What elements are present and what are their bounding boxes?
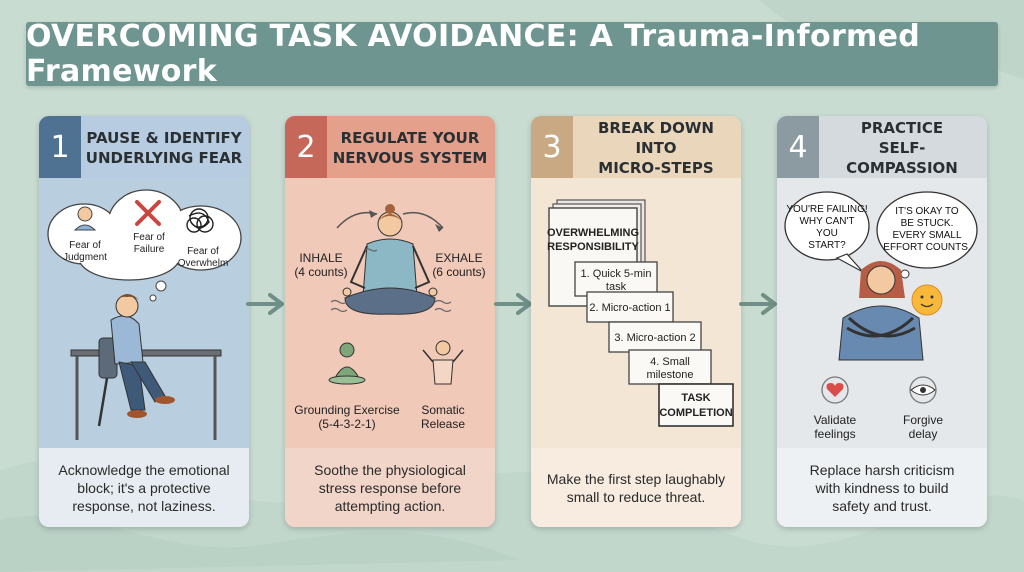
- somatic-label-line1: Somatic: [421, 403, 464, 417]
- panel-4-illustration: YOU'RE FAILING! WHY CAN'T YOU START? IT'…: [777, 178, 987, 448]
- svg-text:COMPLETION: COMPLETION: [659, 407, 732, 419]
- overwhelming-label-line1: OVERWHELMING: [547, 227, 639, 239]
- svg-text:EVERY SMALL: EVERY SMALL: [892, 230, 962, 241]
- fear-failure-line1: Fear of: [133, 232, 165, 243]
- svg-text:IT'S OKAY TO: IT'S OKAY TO: [895, 206, 959, 217]
- person-at-desk-icon: [70, 294, 222, 440]
- svg-text:START?: START?: [808, 240, 846, 251]
- fear-judgment-line2: Judgment: [63, 252, 107, 263]
- panel-4-footer: Replace harsh criticism with kindness to…: [777, 448, 987, 527]
- grounding-label: Grounding Exercise: [294, 403, 400, 417]
- arrow-right-icon: [246, 293, 284, 315]
- somatic-label-line2: Release: [421, 417, 465, 431]
- grounding-figure-icon: [328, 342, 366, 385]
- panel-1-illustration: Fear of Judgment Fear of Failure Fear of…: [39, 178, 249, 448]
- fear-overwhelm-line2: Overwhelm: [178, 258, 229, 269]
- x-mark-icon: [135, 200, 161, 226]
- panel-2-title: REGULATE YOUR NERVOUS SYSTEM: [332, 129, 488, 167]
- svg-text:4. Small: 4. Small: [650, 356, 690, 368]
- self-hug-person-icon: [838, 261, 924, 361]
- exhale-count: (6 counts): [432, 265, 485, 279]
- svg-text:milestone: milestone: [646, 369, 693, 381]
- somatic-release-icon: [422, 340, 464, 385]
- step-card-4: 4. Small milestone: [628, 349, 712, 385]
- panel-3-footer: Make the first step laughably small to r…: [531, 448, 741, 527]
- svg-text:YOU: YOU: [816, 228, 838, 239]
- panel-3-illustration: OVERWHELMING RESPONSIBILITY 1. Quick 5-m…: [531, 178, 741, 448]
- fear-overwhelm-line1: Fear of: [187, 246, 219, 257]
- kind-thought-bubble: [876, 191, 978, 287]
- panel-4-title: PRACTICE SELF-COMPASSION: [846, 119, 958, 177]
- panel-3-title: BREAK DOWN INTO MICRO-STEPS: [598, 119, 714, 177]
- svg-text:2. Micro-action 1: 2. Micro-action 1: [589, 302, 670, 314]
- svg-text:BE STUCK.: BE STUCK.: [901, 218, 954, 229]
- svg-text:TASK: TASK: [681, 392, 710, 404]
- fear-failure-line2: Failure: [134, 244, 165, 255]
- svg-text:YOU'RE FAILING!: YOU'RE FAILING!: [786, 204, 867, 215]
- panel-4-header: 4 PRACTICE SELF-COMPASSION: [777, 116, 987, 178]
- step-card-3: 3. Micro-action 2: [608, 321, 702, 353]
- forgive-label-line2: delay: [909, 427, 938, 441]
- fear-judgment-line1: Fear of: [69, 240, 101, 251]
- panel-regulate: 2 REGULATE YOUR NERVOUS SYSTEM INHALE (4…: [285, 116, 495, 527]
- page-title: OVERCOMING TASK AVOIDANCE: A Trauma-Info…: [26, 19, 921, 89]
- inhale-count: (4 counts): [294, 265, 347, 279]
- panel-pause-identify: 1 PAUSE & IDENTIFY UNDERLYING FEAR: [39, 116, 249, 527]
- title-banner: OVERCOMING TASK AVOIDANCE: A Trauma-Info…: [26, 19, 998, 89]
- panel-2-footer: Soothe the physiological stress response…: [285, 448, 495, 527]
- panel-1-header: 1 PAUSE & IDENTIFY UNDERLYING FEAR: [39, 116, 249, 178]
- svg-text:EFFORT COUNTS.: EFFORT COUNTS.: [883, 242, 970, 253]
- forgive-label-line1: Forgive: [903, 413, 943, 427]
- heart-icon: [821, 376, 849, 404]
- arrow-right-icon: [739, 293, 777, 315]
- critic-speech-bubble: [784, 191, 870, 273]
- panel-2-number: 2: [285, 116, 327, 178]
- panel-self-compassion: 4 PRACTICE SELF-COMPASSION YOU'RE FAILIN…: [777, 116, 987, 527]
- exhale-label: EXHALE: [435, 251, 482, 265]
- eye-icon: [909, 376, 937, 404]
- arrow-right-icon: [494, 293, 532, 315]
- panel-3-header: 3 BREAK DOWN INTO MICRO-STEPS: [531, 116, 741, 178]
- inhale-label: INHALE: [299, 251, 342, 265]
- panel-break-down: 3 BREAK DOWN INTO MICRO-STEPS OVERWHELMI…: [531, 116, 741, 527]
- panel-1-number: 1: [39, 116, 81, 178]
- worried-person-icon: [73, 206, 97, 231]
- validate-label-line2: feelings: [814, 427, 855, 441]
- step-card-2: 2. Micro-action 1: [586, 291, 674, 323]
- tangled-knot-icon: [186, 208, 214, 233]
- task-completion-card: TASK COMPLETION: [658, 383, 734, 427]
- step-card-1: 1. Quick 5-min task: [574, 261, 658, 297]
- svg-text:WHY CAN'T: WHY CAN'T: [799, 216, 854, 227]
- svg-text:task: task: [606, 281, 627, 293]
- smiling-sun-icon: [911, 284, 943, 316]
- meditating-person-icon: [342, 204, 438, 315]
- panel-1-footer: Acknowledge the emotional block; it's a …: [39, 448, 249, 527]
- panel-4-number: 4: [777, 116, 819, 178]
- panel-3-number: 3: [531, 116, 573, 178]
- overwhelming-label-line2: RESPONSIBILITY: [547, 241, 639, 253]
- svg-text:3. Micro-action 2: 3. Micro-action 2: [614, 332, 695, 344]
- panel-1-title: PAUSE & IDENTIFY UNDERLYING FEAR: [85, 129, 243, 167]
- grounding-steps: (5-4-3-2-1): [318, 417, 375, 431]
- svg-text:1. Quick 5-min: 1. Quick 5-min: [581, 268, 652, 280]
- panel-2-illustration: INHALE (4 counts) EXHALE (6 counts): [285, 178, 495, 448]
- validate-label-line1: Validate: [814, 413, 857, 427]
- panel-2-header: 2 REGULATE YOUR NERVOUS SYSTEM: [285, 116, 495, 178]
